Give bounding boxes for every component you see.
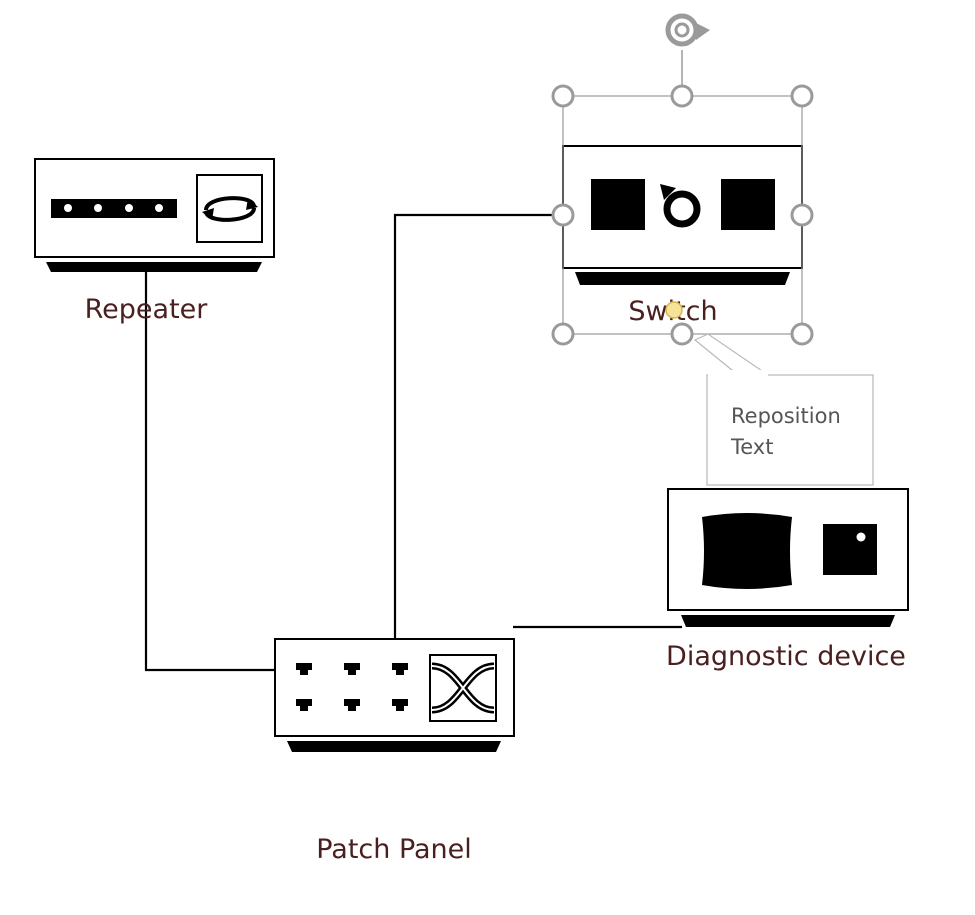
resize-handle-middle-right[interactable] [790, 203, 814, 227]
resize-handle-bottom-left[interactable] [551, 322, 575, 346]
diagnostic-device-shape[interactable] [667, 488, 909, 627]
reposition-text-tooltip: Reposition Text [693, 333, 874, 486]
repeater-shape[interactable] [34, 158, 275, 272]
monitor-screen-icon [702, 513, 792, 589]
connector-repeater-patch-panel[interactable] [144, 272, 275, 672]
connector-patch-panel-switch[interactable] [393, 213, 563, 639]
tooltip-line-1: Reposition [731, 404, 841, 428]
resize-handle-top-right[interactable] [790, 84, 814, 108]
switch-shape[interactable] [562, 145, 803, 285]
resize-handle-bottom-right[interactable] [790, 322, 814, 346]
text-reposition-handle[interactable] [665, 301, 683, 319]
resize-handle-top-middle[interactable] [670, 84, 694, 108]
resize-handle-middle-left[interactable] [551, 203, 575, 227]
switch-port-right [721, 179, 775, 230]
switch-port-left [591, 179, 645, 230]
repeat-arrows-icon [202, 196, 258, 222]
patch-panel-shape[interactable] [274, 638, 515, 752]
resize-handle-bottom-middle[interactable] [670, 322, 694, 346]
patch-ports [296, 663, 408, 711]
rotate-icon[interactable] [665, 13, 710, 47]
repeater-port-strip [51, 199, 177, 218]
patch-panel-label[interactable]: Patch Panel [316, 834, 472, 865]
tooltip-line-2: Text [730, 435, 773, 459]
repeater-label[interactable]: Repeater [85, 294, 209, 325]
resize-handle-top-left[interactable] [551, 84, 575, 108]
switch-cycle-icon [660, 184, 701, 228]
diagnostic-device-label[interactable]: Diagnostic device [666, 641, 906, 672]
diagnostic-panel [823, 524, 877, 575]
